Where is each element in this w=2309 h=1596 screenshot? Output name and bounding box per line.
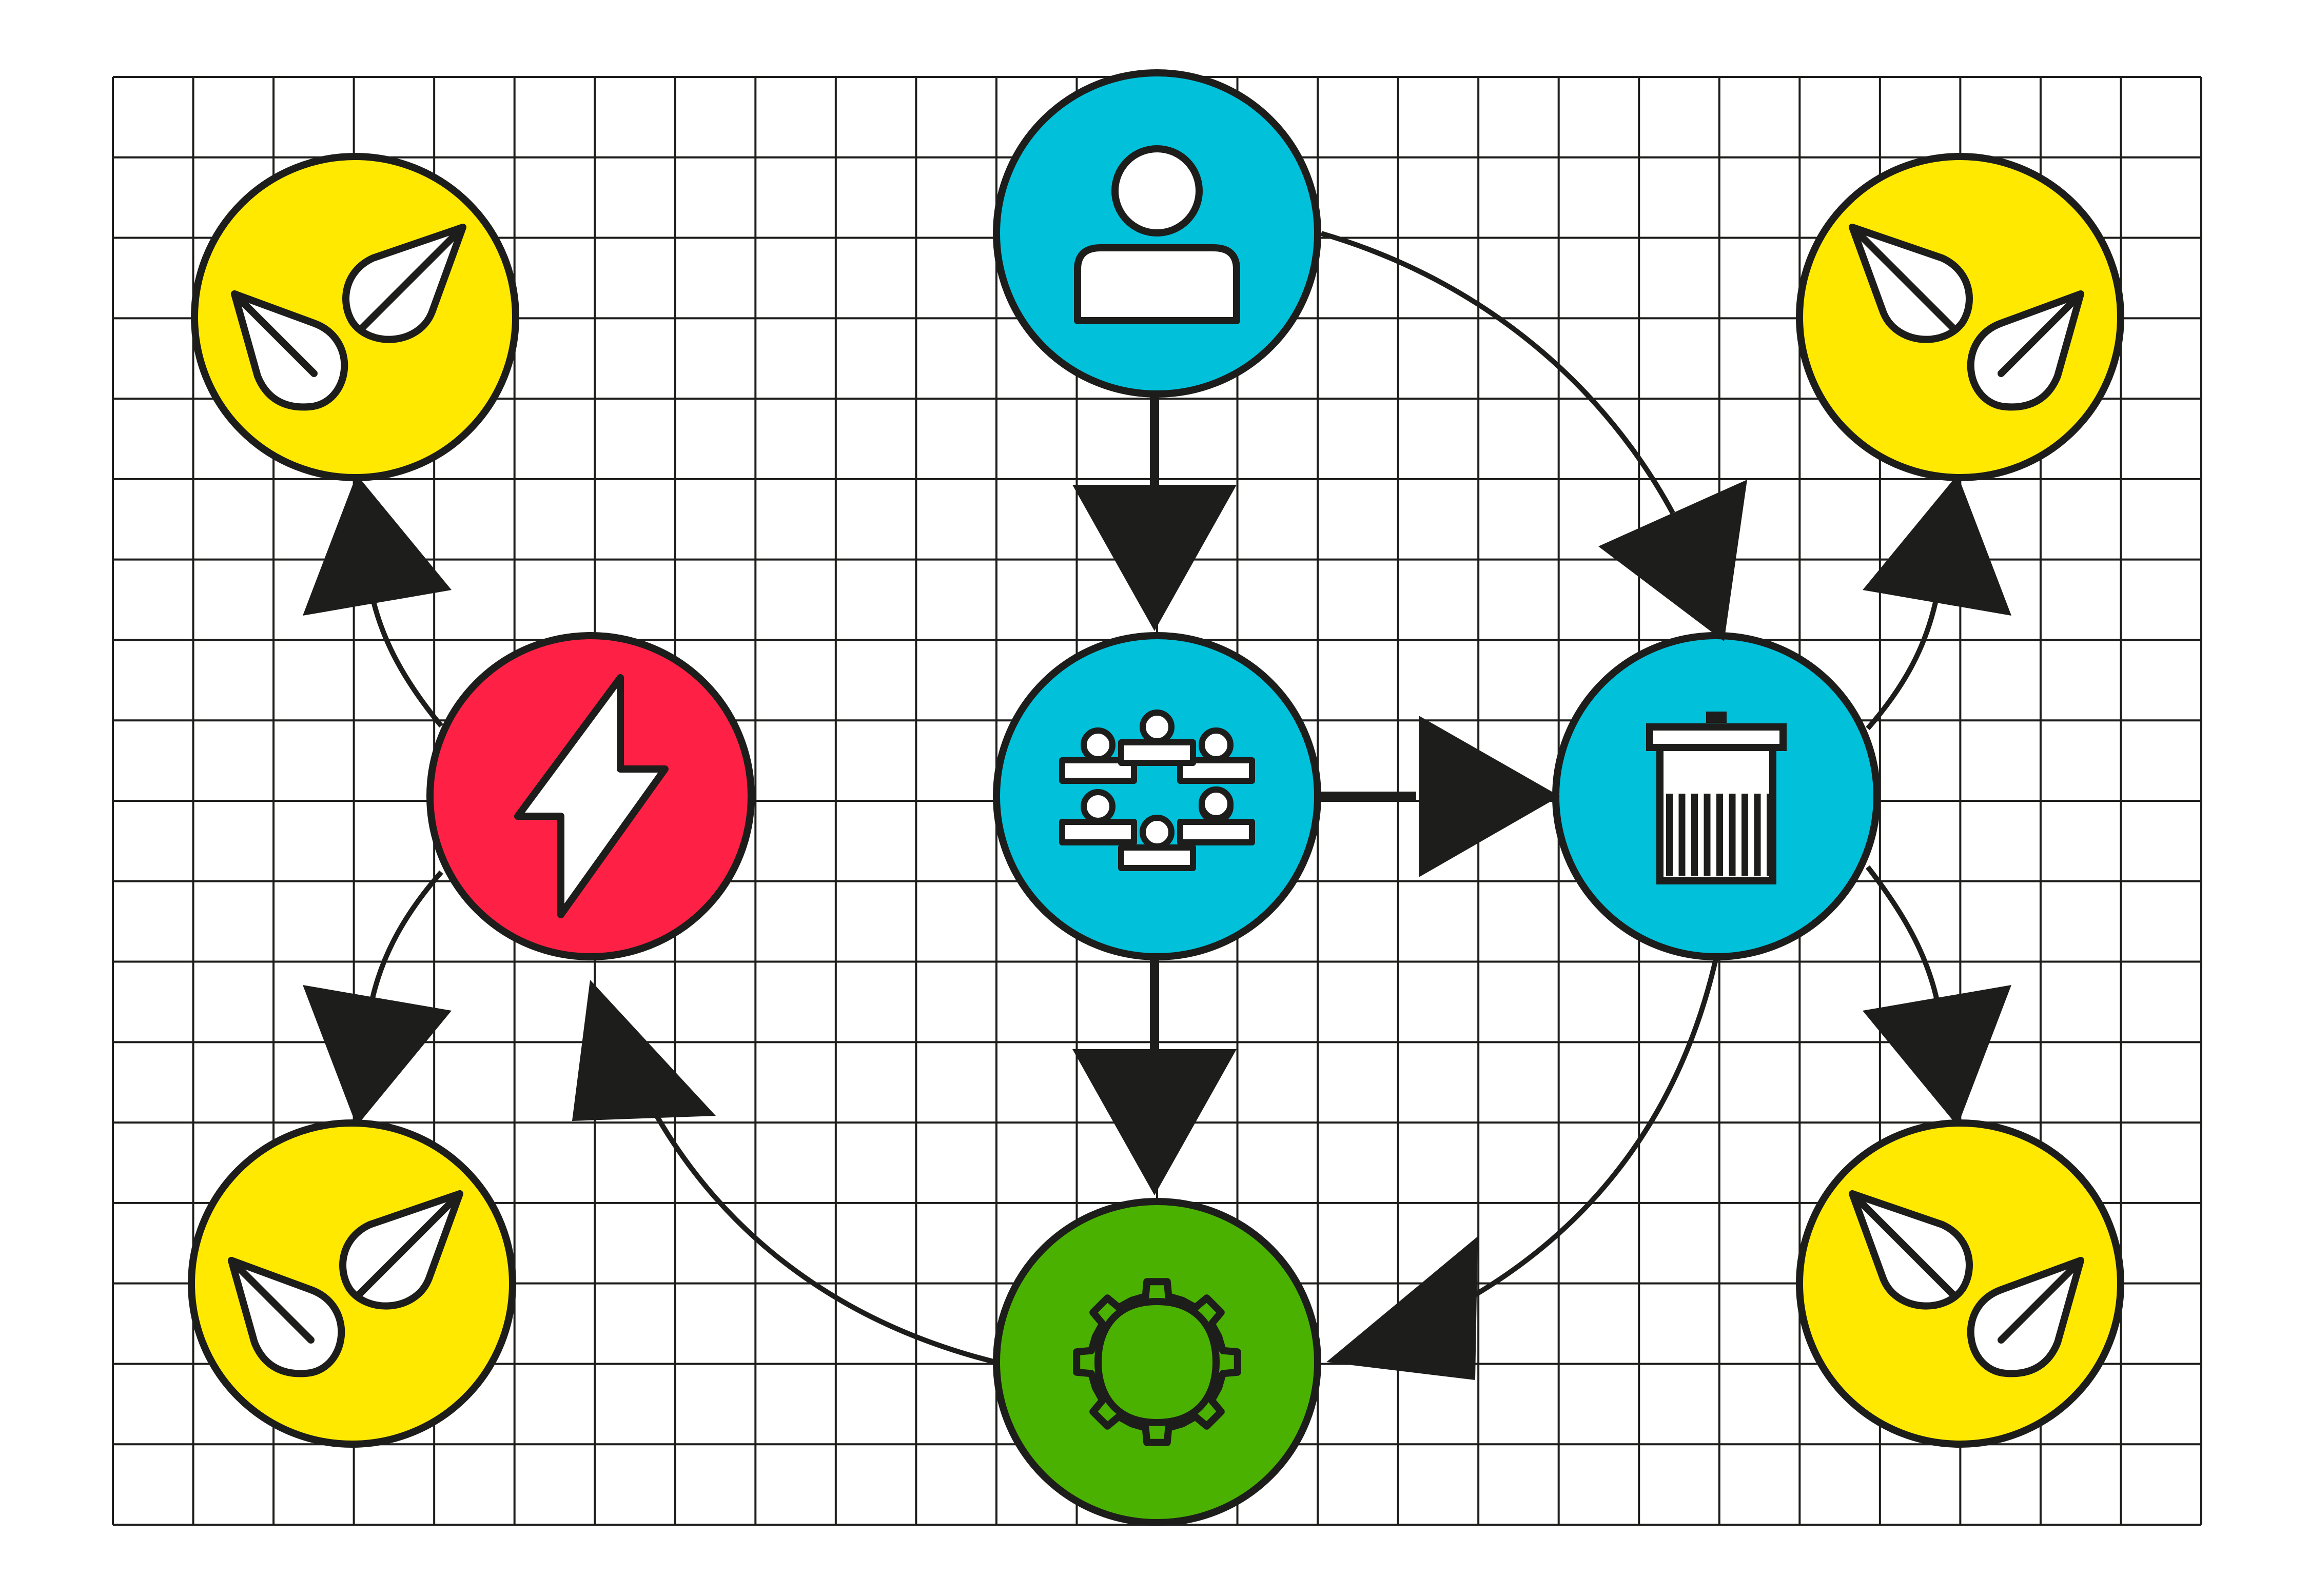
trash-bin-icon bbox=[1646, 712, 1787, 884]
node-settings bbox=[993, 1198, 1321, 1526]
trash-stripe bbox=[1716, 794, 1723, 876]
person-head bbox=[1199, 786, 1234, 821]
trash-stripe bbox=[1666, 794, 1673, 876]
node-leaf-bottom-right bbox=[1796, 1119, 2124, 1448]
node-energy bbox=[426, 632, 755, 960]
node-trash bbox=[1552, 632, 1881, 960]
connector-line bbox=[1866, 865, 1940, 1001]
arrowhead bbox=[1598, 480, 1747, 641]
node-team bbox=[993, 632, 1321, 960]
person-icon bbox=[1177, 727, 1255, 784]
arrowhead bbox=[1863, 985, 2011, 1126]
arrowhead bbox=[303, 475, 452, 616]
trash-stripe bbox=[1691, 794, 1698, 876]
arrowhead bbox=[303, 985, 452, 1126]
trash-stripe bbox=[1741, 794, 1748, 876]
node-leaf-top-left bbox=[191, 153, 519, 481]
connector-line bbox=[1866, 595, 1940, 731]
team-icon bbox=[1059, 710, 1255, 871]
node-leaf-top-right bbox=[1796, 153, 2124, 481]
arrowhead bbox=[1072, 485, 1237, 631]
gear-icon bbox=[1073, 1278, 1241, 1446]
arrowheads bbox=[303, 475, 2011, 1380]
person-icon bbox=[1059, 727, 1137, 784]
arrowhead bbox=[1419, 716, 1560, 877]
node-user bbox=[993, 69, 1321, 398]
person-icon bbox=[1059, 789, 1137, 845]
connections bbox=[369, 231, 1940, 1365]
trash-stripe bbox=[1678, 794, 1686, 876]
lightning-bolt-icon bbox=[514, 674, 669, 918]
connector-line bbox=[1320, 231, 1675, 515]
connector-line bbox=[634, 1076, 996, 1365]
arrowhead bbox=[572, 980, 716, 1121]
arrowhead bbox=[1072, 1049, 1237, 1195]
person-icon bbox=[1118, 815, 1196, 871]
user-icon bbox=[1074, 145, 1240, 324]
trash-stripe bbox=[1704, 794, 1711, 876]
trash-stripe bbox=[1754, 794, 1761, 876]
trash-stripe bbox=[1767, 794, 1773, 876]
connector-line bbox=[369, 594, 443, 728]
connector-line bbox=[369, 870, 443, 1001]
person-icon bbox=[1118, 710, 1196, 766]
connector-line bbox=[1440, 956, 1719, 1316]
node-leaf-bottom-left bbox=[188, 1119, 516, 1448]
arrowhead bbox=[1863, 475, 2011, 616]
trash-stripe bbox=[1729, 794, 1736, 876]
arrowhead bbox=[1326, 1236, 1478, 1380]
